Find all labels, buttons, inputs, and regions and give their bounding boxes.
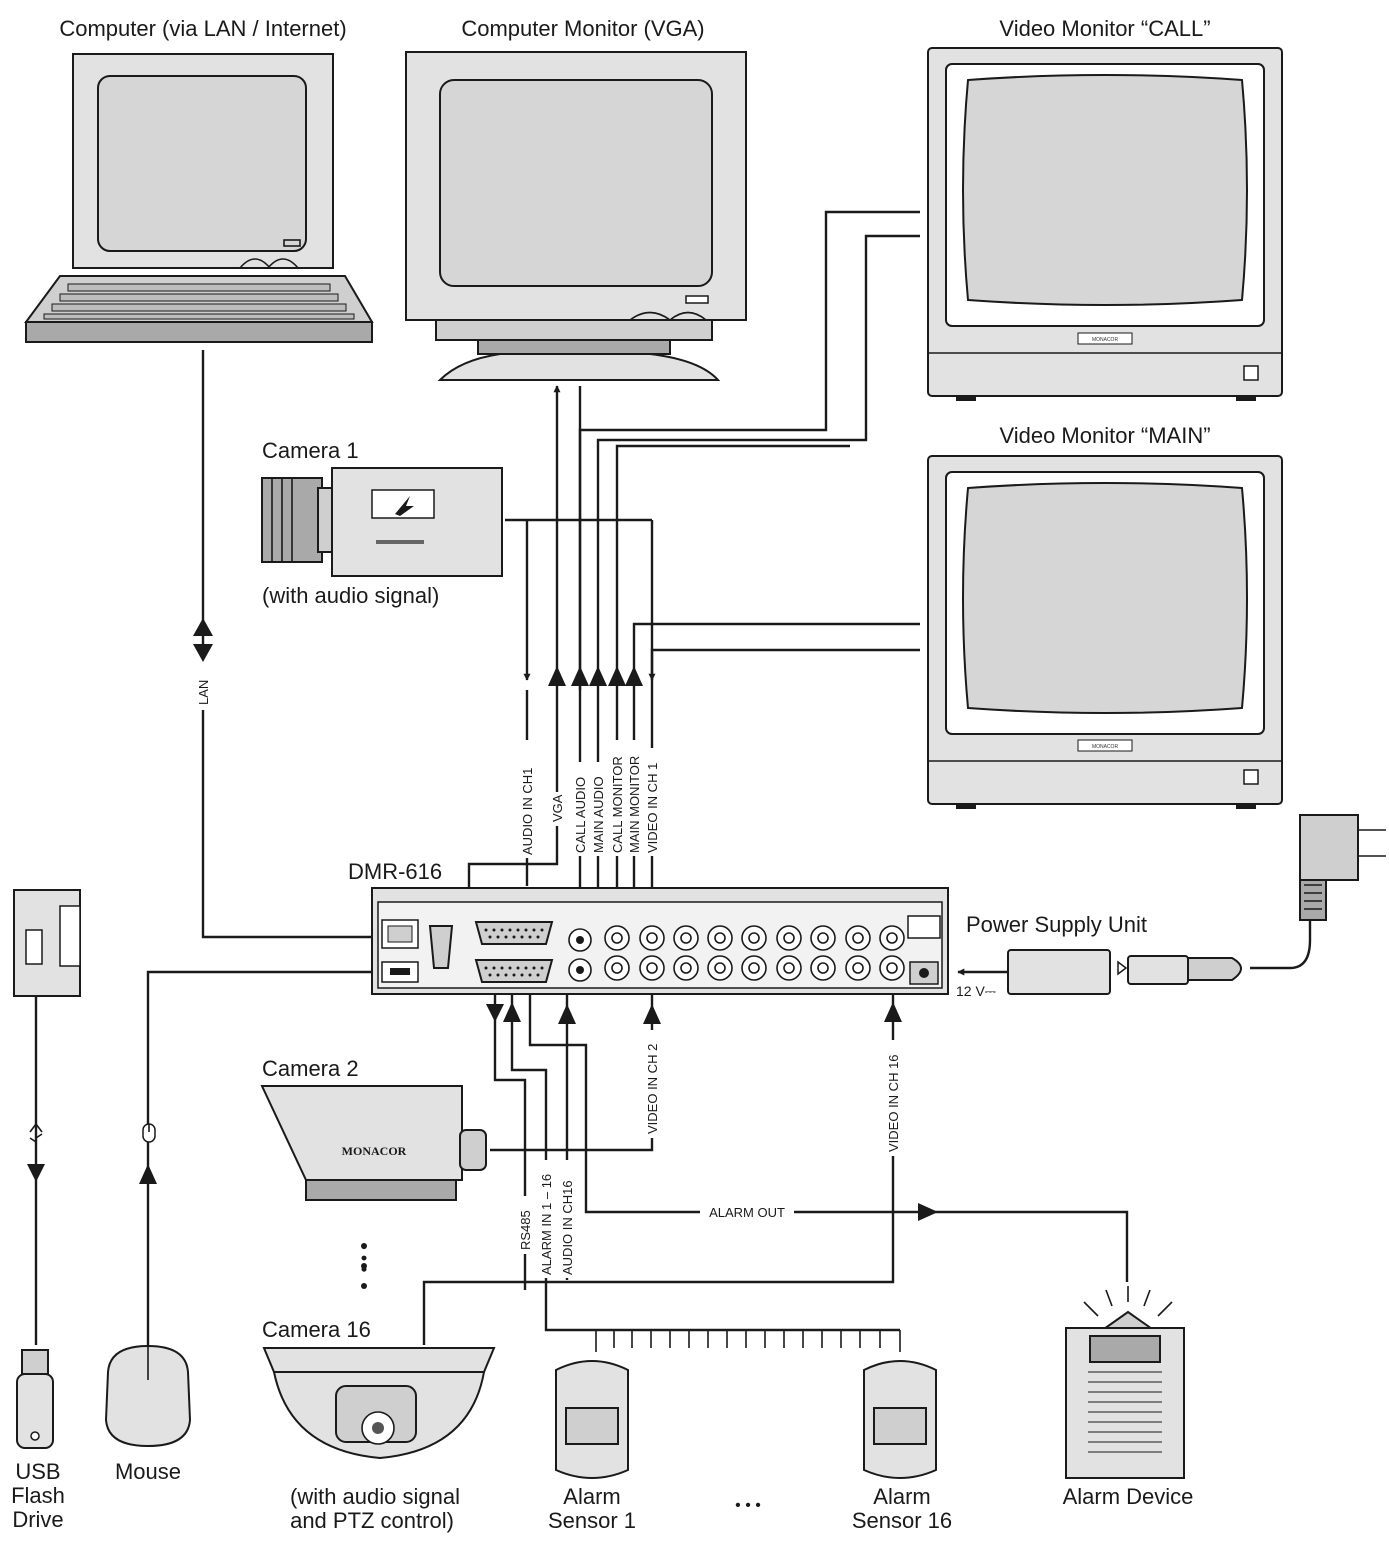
main-video-wire [650, 648, 920, 690]
computer [24, 53, 374, 343]
mains-plug [1299, 814, 1386, 921]
call-monitor-wire [615, 444, 850, 690]
alarm-device-label: Alarm Device [1063, 1484, 1194, 1509]
power-supply-label: Power Supply Unit [966, 912, 1147, 937]
ellipsis-dot-1 [361, 1243, 367, 1249]
camera16-note-1: (with audio signal [290, 1484, 460, 1509]
arrow-call-audio [571, 666, 589, 686]
arrow-video-ch16 [884, 1002, 902, 1022]
wire-labels: LAN AUDIO IN CH1 VGA CALL AUDIO MAIN AUD… [194, 672, 902, 1278]
voltage-label: 12 V⎓ [956, 983, 996, 999]
alarm-sensor-1 [555, 1360, 629, 1479]
lan-arrow-down [193, 644, 213, 662]
mouse-cable [146, 970, 378, 1345]
arrow-call-monitor [608, 666, 626, 686]
alarm-sensor-16 [863, 1360, 937, 1479]
mouse-icon [142, 1123, 156, 1143]
video-in-ch2-label: VIDEO IN CH 2 [645, 1044, 660, 1134]
alarm-out-label: ALARM OUT [709, 1205, 785, 1220]
video-monitor-call: MONACOR [927, 47, 1283, 401]
main-monitor-wire [632, 622, 920, 690]
sensor-ellipsis: • • • [735, 1497, 761, 1514]
arrow-audio-ch16 [558, 1004, 576, 1024]
main-audio-wire [596, 234, 920, 690]
bnc-row-bottom [604, 955, 905, 981]
arrow-vga [548, 666, 566, 686]
mouse-label: Mouse [115, 1459, 181, 1484]
arrow-main-audio [589, 666, 607, 686]
power-ac-cable [1250, 900, 1312, 970]
vga-monitor-label: Computer Monitor (VGA) [461, 16, 704, 41]
arrow-mouse [139, 1164, 157, 1184]
main-monitor-label: MAIN MONITOR [627, 756, 642, 853]
call-monitor-brand: MONACOR [1092, 337, 1119, 343]
alarm-device [1065, 1286, 1185, 1479]
lan-cable-lower [201, 708, 378, 939]
camera16-note-2: and PTZ control) [290, 1508, 454, 1533]
video-monitor-call-label: Video Monitor “CALL” [999, 16, 1210, 41]
audio-in-ch16-label: AUDIO IN CH16 [560, 1180, 575, 1275]
usb-label-3: Drive [12, 1507, 63, 1532]
lan-arrow-up [193, 618, 213, 636]
alarm-sensor16-label-1: Alarm [873, 1484, 930, 1509]
camera2: MONACOR [260, 1085, 487, 1201]
ellipsis-dot-3 [361, 1283, 367, 1289]
computer-label: Computer (via LAN / Internet) [59, 16, 346, 41]
recorder-front-panel [13, 889, 81, 997]
alarm-out-wire [528, 985, 935, 1214]
alarm-sensor16-label-2: Sensor 16 [852, 1508, 952, 1533]
vga-label: VGA [550, 794, 565, 822]
main-monitor-brand: MONACOR [1092, 744, 1119, 750]
camera-ellipsis: • • • [354, 1244, 374, 1273]
rs485-label: RS485 [518, 1210, 533, 1250]
alarm-in-wire [510, 985, 900, 1332]
arrow-usb [27, 1164, 45, 1182]
alarm-out-to-device [935, 1210, 1129, 1282]
camera16-label: Camera 16 [262, 1317, 371, 1342]
call-audio-wire [578, 210, 920, 690]
rs485-wire [493, 985, 527, 1290]
arrow-alarm-out [918, 1203, 938, 1221]
video-monitor-main-label: Video Monitor “MAIN” [999, 423, 1210, 448]
audio-in-ch1-label: AUDIO IN CH1 [520, 768, 535, 855]
arrow-video-ch2 [643, 1004, 661, 1024]
usb-flash-drive [16, 1349, 54, 1449]
alarm-sensor1-label-2: Sensor 1 [548, 1508, 636, 1533]
camera2-label: Camera 2 [262, 1056, 359, 1081]
arrow-alarm-in [503, 1002, 521, 1022]
camera1-note: (with audio signal) [262, 583, 439, 608]
bnc-row-top [604, 925, 905, 951]
usb-icon [29, 1122, 43, 1146]
video-monitor-main: MONACOR [927, 455, 1283, 809]
recorder-dmr-616 [371, 887, 949, 995]
usb-label-2: Flash [11, 1483, 65, 1508]
mouse [104, 1344, 192, 1448]
main-audio-label: MAIN AUDIO [591, 776, 606, 853]
power-supply-unit [1007, 949, 1242, 995]
video-in-ch16-label: VIDEO IN CH 16 [886, 1054, 901, 1152]
alarm-sensor-bus [595, 1330, 901, 1352]
usb-label-1: USB [15, 1459, 60, 1484]
camera16 [262, 1347, 496, 1460]
call-monitor-label: CALL MONITOR [610, 756, 625, 853]
vga-monitor [405, 51, 747, 381]
ellipsis-dot-2 [361, 1263, 367, 1269]
camera1-label: Camera 1 [262, 438, 359, 463]
video-in-ch1-label: VIDEO IN CH 1 [645, 763, 660, 853]
camera2-brand: MONACOR [342, 1144, 407, 1158]
arrow-rs485 [486, 1004, 504, 1022]
camera1 [261, 467, 503, 577]
recorder-label: DMR-616 [348, 859, 442, 884]
call-audio-label: CALL AUDIO [573, 777, 588, 853]
alarm-in-label: ALARM IN 1 – 16 [539, 1174, 554, 1275]
lan-label: LAN [196, 680, 211, 705]
alarm-sensor1-label-1: Alarm [563, 1484, 620, 1509]
arrow-main-monitor [625, 666, 643, 686]
